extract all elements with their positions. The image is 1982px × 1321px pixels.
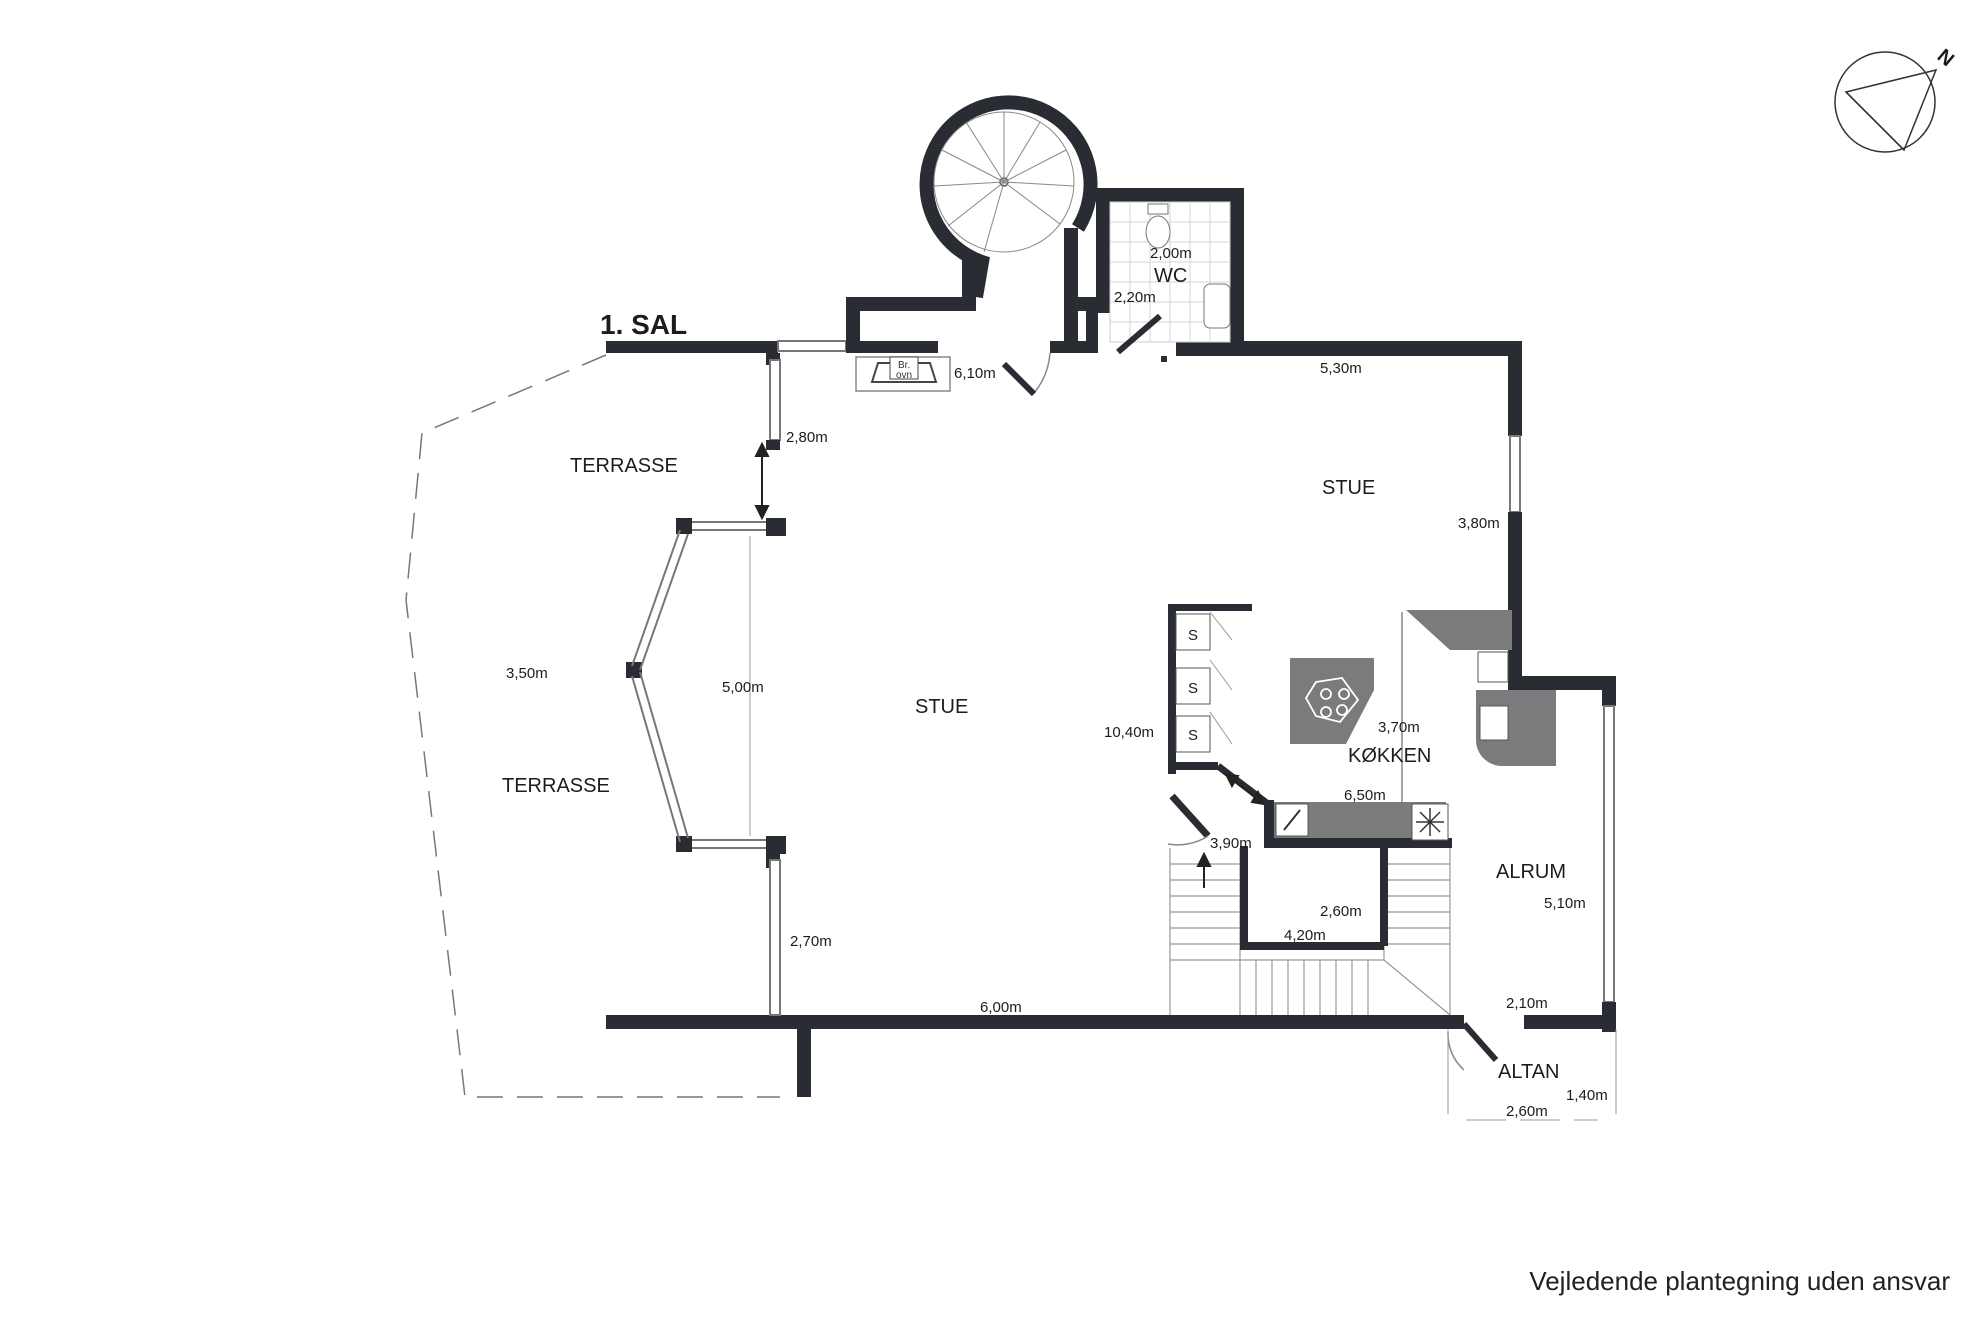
wall-entry-bottom [860,341,938,353]
room-kokken: KØKKEN [1348,745,1431,767]
entry-door-leaf [1001,361,1037,397]
cooktop-icon [1304,677,1360,724]
room-stue-main: STUE [915,696,968,718]
wall-bottom-right [1524,1015,1616,1029]
wall-bay-bottom [766,836,786,854]
kitchen-door [1167,793,1211,846]
kitchen-island [1290,658,1374,744]
cabinet-label-3: S [1188,727,1198,744]
kitchen-walls [1168,604,1452,848]
wall-wc-left [1096,188,1110,313]
kitchen-arrow [1224,772,1266,806]
dim-alrum-height: 5,10m [1544,895,1586,912]
dim-terrace-width: 3,50m [506,665,548,682]
dim-bottom-wall: 6,00m [980,999,1022,1016]
wall-top-right [1176,341,1522,356]
window-left-upper [769,359,781,441]
stairwell-walls [1240,846,1388,950]
wall-tower-right [1064,228,1078,353]
disclaimer-text: Vejledende plantegning uden ansvar [1529,1266,1950,1296]
wall-right-upper-a [1508,341,1522,436]
dim-stue-right-wall: 3,80m [1458,515,1500,532]
room-wc: WC [1154,265,1187,287]
wc-floor [1109,201,1231,343]
dim-stue-top-wall: 5,30m [1320,360,1362,377]
wall-top-left [606,341,778,353]
wall-bottom-stub [797,1015,811,1097]
window-right [1509,435,1521,513]
terrace-arrow [754,441,770,521]
wall-left-upper [766,440,780,450]
compass-label: N [1933,45,1958,71]
stair-arrow [1196,851,1212,888]
stove-label-1: Br. [898,360,910,371]
dim-wc-width: 2,00m [1150,245,1192,262]
bay-window [631,521,766,849]
window-alrum [1603,705,1615,1003]
window-left-lower [769,859,781,1016]
dim-stue-depth: 10,40m [1104,724,1154,741]
dim-stair-well: 2,60m [1320,903,1362,920]
wc-door [1116,313,1162,355]
dim-altan-width: 2,60m [1506,1103,1548,1120]
wall-wc-top [1096,188,1244,202]
wall-alrum-right-stub [1602,676,1616,706]
kitchen-counter-top [1406,610,1512,650]
spiral-staircase [919,95,1098,299]
compass-icon [1834,51,1938,153]
altan [1447,1022,1617,1121]
wall-tower-ledge-v [1086,297,1098,353]
cabinet-label-1: S [1188,627,1198,644]
sink-icon [1203,283,1231,329]
floor-title: 1. SAL [600,309,687,340]
toilet-icon [1147,203,1169,215]
wall-bay-top [766,518,786,536]
dim-kitchen-counter: 6,50m [1344,787,1386,804]
window-top-left [777,340,847,352]
dim-stair-landing: 3,90m [1210,835,1252,852]
wall-entry-top [846,297,976,311]
fireplace-icon [855,356,951,392]
wall-wc-right [1230,188,1244,356]
dim-terrace-gap: 2,80m [786,429,828,446]
dim-entry-wall: 6,10m [954,365,996,382]
cabinets [1175,611,1233,753]
room-alrum: ALRUM [1496,861,1566,883]
dim-stair-length: 4,20m [1284,927,1326,944]
bay-post-2 [626,662,642,678]
dim-kitchen-wall: 3,70m [1378,719,1420,736]
dim-altan-depth: 1,40m [1566,1087,1608,1104]
cabinet-label-2: S [1188,680,1198,697]
terrace-outline [405,354,780,1098]
entry-door [1033,352,1051,394]
room-terrasse-top: TERRASSE [570,455,678,477]
wall-entry-mid [962,255,976,311]
kitchen-sink-icon [1479,705,1509,741]
dim-wc-depth: 2,20m [1114,289,1156,306]
dishwasher-icon [1477,651,1509,683]
stove-label-2: ovn [896,370,912,381]
wall-bottom [606,1015,1464,1029]
wall-right-upper-b [1508,512,1522,690]
wall-alrum-top [1508,676,1616,690]
dim-bay-window: 5,00m [722,679,764,696]
room-altan: ALTAN [1498,1061,1560,1083]
room-stue-upper: STUE [1322,477,1375,499]
dim-lower-window: 2,70m [790,933,832,950]
room-terrasse-bottom: TERRASSE [502,775,610,797]
dim-alrum-bottom: 2,10m [1506,995,1548,1012]
